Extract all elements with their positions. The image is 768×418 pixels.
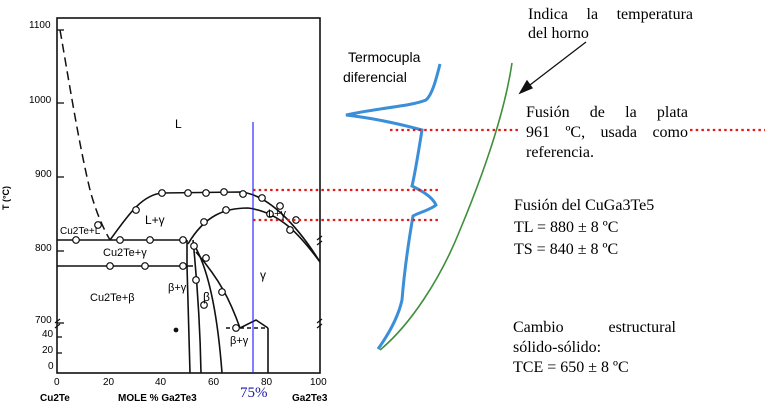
region-l-gamma-right: L+γ [268,208,287,220]
y-tick-1000: 1000 [29,95,52,106]
change-line2: sólido-sólido: [513,339,602,356]
x-tick-60: 60 [208,377,220,388]
region-beta-gamma-low: β+γ [230,335,249,347]
differential-thermocouple-curve [345,63,442,350]
y-axis-label: T (°C) [1,185,12,211]
y-tick-20: 20 [42,345,54,356]
thermocouple-label-line2: diferencial [343,69,407,85]
region-l-gamma-left: L+γ [145,213,165,227]
phase-diagram [54,17,323,374]
x-right-label: Ga2Te3 [292,393,328,404]
x-center-label: MOLE % Ga2Te3 [118,393,197,404]
reference-lines [253,128,765,222]
silver-annotation: Fusión de la plata 961 ºC, usada como re… [526,103,688,163]
region-beta: β [203,290,210,304]
oven-annotation-line2: del horno [528,25,589,42]
beta-boundary-right [192,242,223,374]
ts-value: TS = 840 ± 8 ºC [514,241,619,258]
x-tick-40: 40 [155,377,167,388]
experimental-points [72,188,300,333]
thermocouple-label-line1: Termocupla [348,49,421,65]
x-tick-80: 80 [261,377,273,388]
oven-annotation-line1: Indica la temperatura [528,6,693,23]
tl-value: TL = 880 ± 8 ºC [514,219,619,236]
y-tick-800: 800 [35,243,52,254]
fusion-title: Fusión del CuGa3Te5 [514,197,655,214]
y-tick-1100: 1100 [29,20,51,31]
structural-change-annotation: Cambio estructural sólido-sólido: TCE = … [513,318,676,378]
beta-boundary-mid [192,239,202,374]
silver-annotation-line1: Fusión de la plata [526,104,688,121]
y-tick-0: 0 [48,361,54,372]
region-gamma: γ [260,268,266,282]
x-tick-20: 20 [103,377,115,388]
oven-annotation: Indica la temperatura del horno [528,5,693,43]
oven-temperature-curve [379,62,513,351]
diagram-frame [56,17,321,374]
y-tick-marks [57,29,64,354]
region-beta-gamma: β+γ [168,282,187,294]
gamma-boundary [239,319,269,329]
silver-annotation-line3: referencia. [526,144,594,161]
x-left-label: Cu2Te [40,393,70,404]
y-tick-900: 900 [35,169,52,180]
region-cu2te-beta: Cu2Te+β [90,292,135,304]
axis-breaks [54,235,323,329]
region-cu2te-l: Cu2Te+L [60,226,101,237]
oven-arrow [518,41,587,95]
x-tick-0: 0 [54,377,60,388]
y-tick-40: 40 [42,329,54,340]
region-cu2te-gamma: Cu2Te+γ [103,247,147,259]
y-tick-700: 700 [35,315,52,326]
composition-marker-label: 75% [240,385,268,401]
silver-annotation-line2: 961 ºC, usada como [526,124,688,141]
region-liquid: L [175,117,182,131]
fusion-annotation: Fusión del CuGa3Te5 TL = 880 ± 8 ºC TS =… [514,195,654,261]
tce-value: TCE = 650 ± 8 ºC [513,359,629,376]
beta-boundary-left [186,240,191,374]
change-line1: Cambio estructural [513,319,676,336]
x-tick-100: 100 [310,377,327,388]
liquidus-dashed [59,29,111,241]
